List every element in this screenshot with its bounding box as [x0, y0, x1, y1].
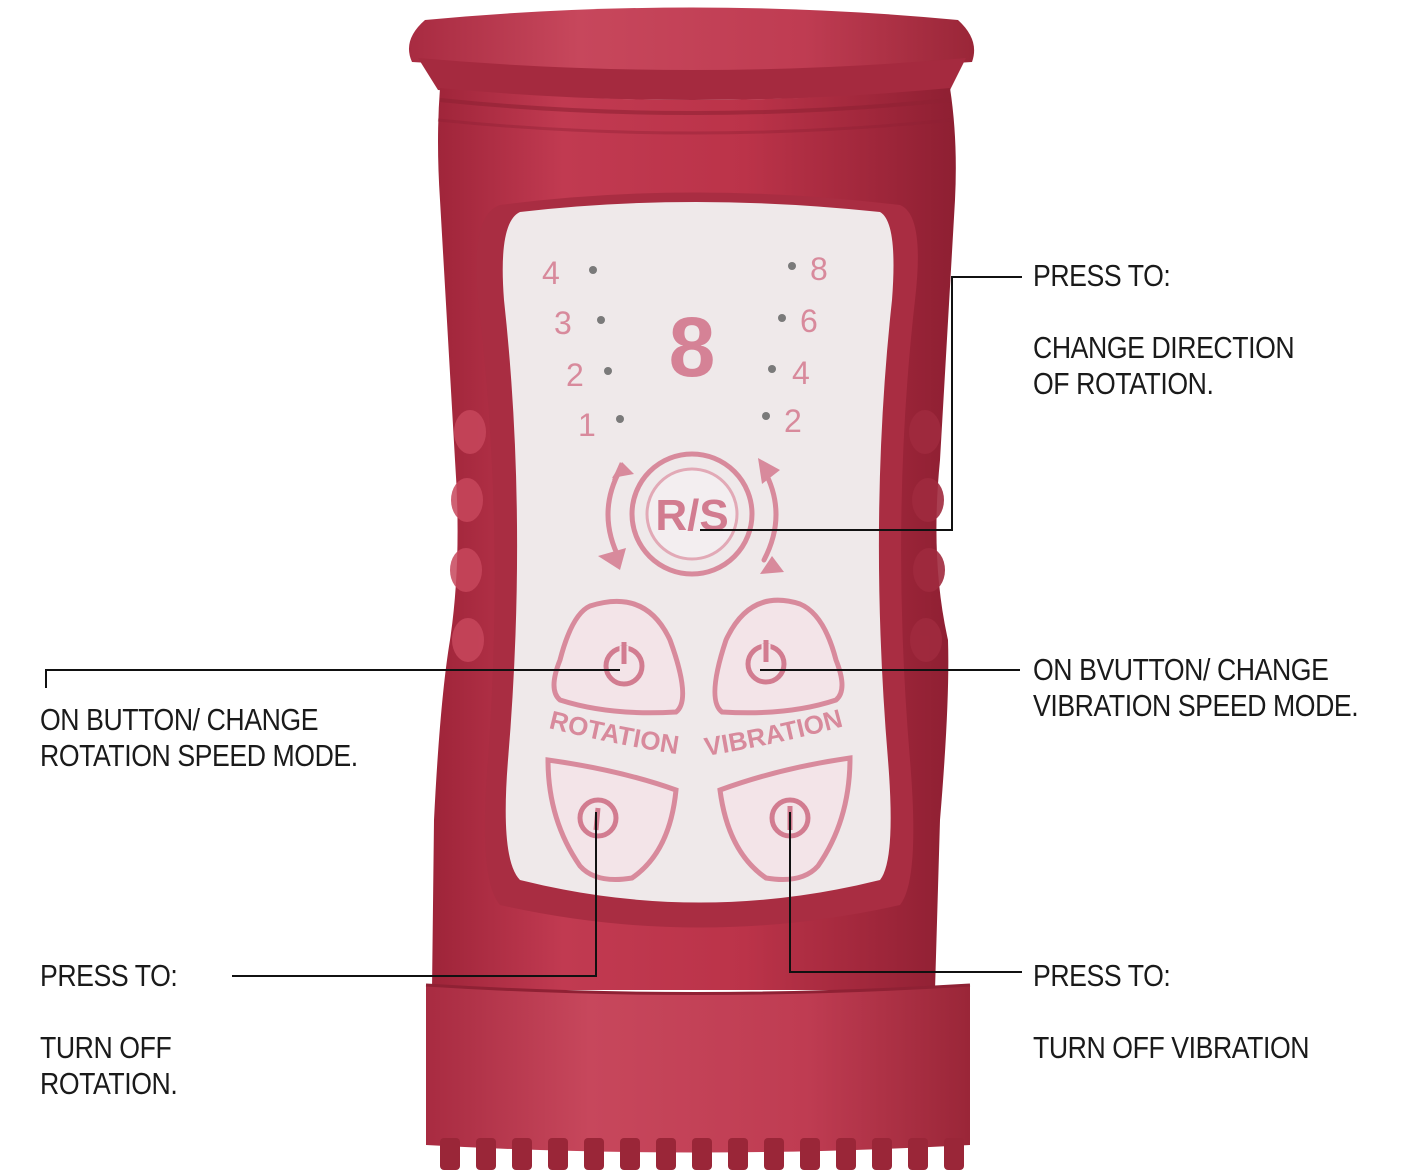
vibration-level-4: 4	[792, 355, 810, 391]
callout-vibration-off-heading: PRESS TO:	[1033, 958, 1171, 993]
callout-rotation-on: ON BUTTON/ CHANGE ROTATION SPEED MODE.	[40, 702, 358, 774]
led-vibration-4	[768, 365, 776, 373]
callout-vibration-on-line2: VIBRATION SPEED MODE.	[1033, 688, 1359, 723]
callout-rotation-off-line1: TURN OFF	[40, 1030, 172, 1065]
ring-tooth	[620, 1138, 640, 1170]
leader-vibration-off	[789, 812, 1022, 973]
ring-tooth	[692, 1138, 712, 1170]
ring-tooth	[728, 1138, 748, 1170]
led-rotation-2	[604, 367, 612, 375]
top-cap	[408, 7, 975, 100]
ring-tooth	[800, 1138, 820, 1170]
rotate-arrows-icon	[598, 458, 784, 574]
callout-rotation-off-heading: PRESS TO:	[40, 958, 178, 993]
control-panel: 4 3 2 1 8 6 4 2 8 R/	[502, 202, 894, 903]
ring-tooth	[440, 1138, 460, 1170]
rotation-level-1: 1	[578, 407, 596, 443]
vibration-level-8: 8	[810, 251, 828, 287]
rs-button-label: R/S	[655, 491, 728, 540]
leader-lines	[45, 276, 1022, 977]
rotation-level-4: 4	[542, 255, 560, 291]
led-vibration-8	[788, 262, 796, 270]
callout-rs-line1: CHANGE DIRECTION	[1033, 330, 1295, 365]
leader-rotation-on	[45, 669, 620, 688]
callout-vibration-on: ON BVUTTON/ CHANGE VIBRATION SPEED MODE.	[1033, 652, 1359, 724]
vibration-leds	[762, 262, 796, 420]
callout-rotation-on-line2: ROTATION SPEED MODE.	[40, 738, 358, 773]
ring-tooth	[656, 1138, 676, 1170]
rotation-level-3: 3	[554, 305, 572, 341]
callout-vibration-off: PRESS TO: TURN OFF VIBRATION	[1033, 958, 1310, 1066]
led-rotation-3	[597, 316, 605, 324]
callout-rs-line2: OF ROTATION.	[1033, 366, 1214, 401]
speed-display-digit: 8	[669, 300, 716, 394]
ring-tooth	[764, 1138, 784, 1170]
vibration-on-button[interactable]	[712, 597, 845, 716]
vibration-level-2: 2	[784, 403, 802, 439]
power-icon	[745, 640, 787, 685]
ring-tooth	[872, 1138, 892, 1170]
leader-rs	[700, 276, 1022, 531]
callout-rs-heading: PRESS TO:	[1033, 258, 1171, 293]
ring-tooth	[512, 1138, 532, 1170]
bottom-ring	[425, 983, 971, 1170]
leader-rotation-off	[232, 812, 597, 977]
ring-tooth	[836, 1138, 856, 1170]
led-vibration-2	[762, 412, 770, 420]
led-vibration-6	[778, 314, 786, 322]
ring-tooth	[944, 1138, 964, 1170]
ring-tooth	[908, 1138, 928, 1170]
ring-tooth	[584, 1138, 604, 1170]
vibration-levels: 8 6 4 2	[784, 251, 828, 439]
callout-rotation-off: PRESS TO: TURN OFF ROTATION.	[40, 958, 178, 1102]
vibration-level-6: 6	[800, 303, 818, 339]
rs-button[interactable]: R/S	[629, 451, 755, 577]
callout-rotation-off-line2: ROTATION.	[40, 1066, 178, 1101]
rotation-leds	[589, 266, 624, 423]
rotation-off-button[interactable]	[545, 757, 679, 882]
led-rotation-1	[616, 415, 624, 423]
power-icon	[603, 642, 645, 687]
rotation-on-button[interactable]	[551, 598, 686, 716]
ring-tooth	[548, 1138, 568, 1170]
rotation-levels: 4 3 2 1	[542, 255, 596, 443]
ring-tooth	[476, 1138, 496, 1170]
callout-vibration-on-line1: ON BVUTTON/ CHANGE	[1033, 652, 1329, 687]
callout-rs: PRESS TO: CHANGE DIRECTION OF ROTATION.	[1033, 258, 1295, 402]
callout-vibration-off-line1: TURN OFF VIBRATION	[1033, 1030, 1310, 1065]
callout-rotation-on-line1: ON BUTTON/ CHANGE	[40, 702, 319, 737]
led-rotation-4	[589, 266, 597, 274]
rotation-level-2: 2	[566, 357, 584, 393]
